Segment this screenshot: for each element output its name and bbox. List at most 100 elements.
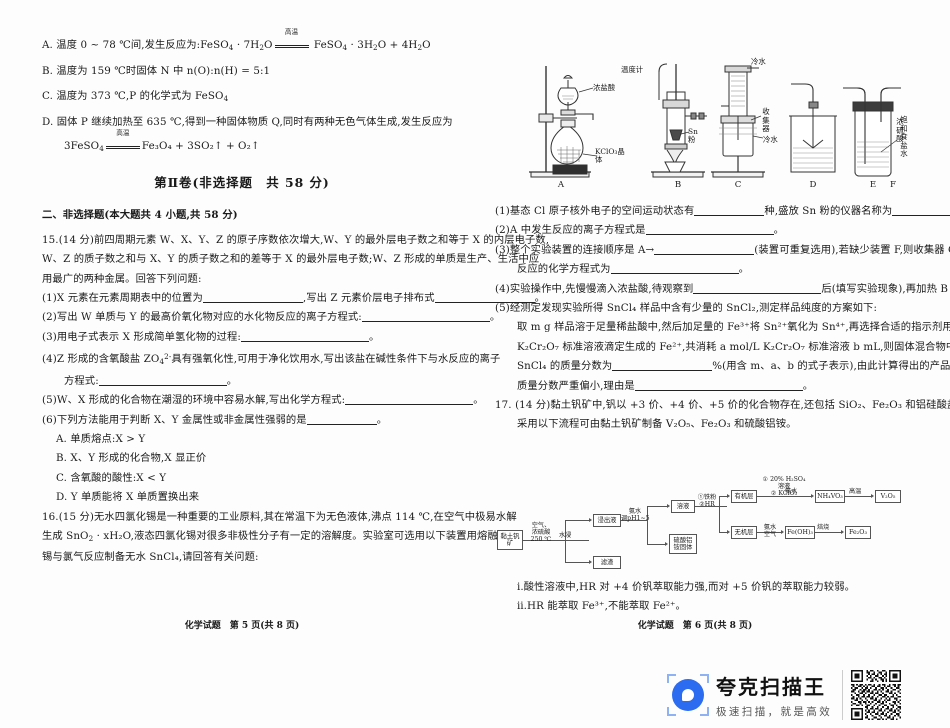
q15-score: (14 分) <box>58 233 94 246</box>
flow-edge <box>565 562 589 563</box>
sub: 2 <box>88 533 94 543</box>
q15-sub4-cont: 方程式:。 <box>42 372 442 391</box>
answer-blank[interactable] <box>612 370 713 372</box>
answer-blank[interactable] <box>645 234 774 236</box>
q15-line1: 15.(14 分)前四周期元素 W、X、Y、Z 的原子序数依次增大,W、Y 的最… <box>42 231 549 250</box>
period: 。 <box>226 374 238 387</box>
watermark-text: 夸克扫描王 极速扫描，就是高效 <box>716 671 832 719</box>
flow-label-line: 氨水 <box>628 508 642 515</box>
flow-node-v2o5: V₂O₅ <box>875 490 901 503</box>
answer-blank[interactable] <box>694 215 765 216</box>
watermark-title: 夸克扫描王 <box>716 675 826 699</box>
flow-node-leachate: 浸出液 <box>593 514 621 527</box>
flow-edge <box>719 496 720 532</box>
flow-label-line: ① 20% H₂SO₄ <box>759 476 809 483</box>
flow-arrow-icon <box>811 494 814 498</box>
answer-blank[interactable] <box>202 302 303 304</box>
answer-blank[interactable] <box>634 389 803 391</box>
q16-p3-cont: 反应的化学方程式为。 <box>495 260 915 279</box>
answer-blank[interactable] <box>654 253 755 255</box>
answer-blank[interactable] <box>98 384 227 386</box>
q15-choice-a: A. 单质熔点:X > Y <box>56 432 146 445</box>
flow-node-solution: 溶液 <box>671 500 695 513</box>
q15-sub3-text: (3)用电子式表示 X 形成简单氢化物的过程: <box>42 330 241 343</box>
q16-p5-e: 质量分数严重偏小,理由是。 <box>495 377 915 396</box>
option-b: B. 温度为 159 ℃时固体 N 中 n(O):n(H) = 5:1 <box>42 65 271 78</box>
q15-sub5-text: (5)W、X 形成的化合物在潮湿的环境中容易水解,写出化学方程式: <box>42 394 346 407</box>
option-d: D. 固体 P 继续加热至 635 ℃,得到一种固体物质 Q,同时有两种无色气体… <box>42 115 453 128</box>
q15-number: 15. <box>42 233 59 246</box>
q16-p4-text2: 后(填写实验现象),再加热 B 装置。 <box>821 282 950 295</box>
answer-blank[interactable] <box>361 321 490 323</box>
q16-p5-b: 取 m g 样品溶于足量稀盐酸中,然后加足量的 Fe³⁺将 Sn²⁺氧化为 Sn… <box>517 321 950 334</box>
q17-note-2: ⅱ.HR 能萃取 Fe³⁺,不能萃取 Fe²⁺。 <box>517 600 686 613</box>
q17-line1: 17. (14 分)黏土钒矿中,钒以 +3 价、+4 价、+5 价的化合物存在,… <box>495 396 950 415</box>
sup: 2- <box>164 352 172 362</box>
answer-blank[interactable] <box>345 404 474 406</box>
q15-sub1: (1)X 元素在元素周期表中的位置为,写出 Z 元素价层电子排布式。 <box>42 289 545 308</box>
watermark-tagline: 极速扫描，就是高效 <box>716 706 833 718</box>
q16-p2: (2)A 中发生反应的离子方程式是。 <box>495 221 915 240</box>
flow-arrow-icon <box>781 530 784 534</box>
q16-p5-text: SnCl₄ 的质量分数为 <box>517 360 613 373</box>
text: O <box>422 39 431 51</box>
answer-blank[interactable] <box>610 273 739 275</box>
flow-arrow-icon <box>665 542 668 546</box>
flow-label-ammonia-air: 氨水 空气 <box>759 524 781 538</box>
q17-notes: ⅰ.酸性溶液中,HR 对 +4 价钒萃取能力强,而对 +5 价钒的萃取能力较弱。… <box>517 578 917 617</box>
q15-sub2: (2)写出 W 单质与 Y 的最高价氧化物对应的水化物反应的离子方程式:。 <box>42 308 500 327</box>
flow-edge <box>719 532 727 533</box>
answer-blank[interactable] <box>434 302 535 304</box>
flow-edge <box>757 496 811 497</box>
label-saturated-brine: 饱和食盐水 <box>900 115 908 159</box>
process-flowchart: 黏土钒矿 浸出液 滤渣 溶液 硫酸铝铵固体 有机层 无机层 NH₄VO₃ V₂O… <box>497 476 917 572</box>
flow-label-ammonia: 氨水 <box>785 488 798 495</box>
sub: 4 <box>99 144 104 154</box>
flow-label-line: 浓硫酸 <box>531 529 551 536</box>
flow-label-line: 调pH1~5 <box>621 515 650 522</box>
apparatus-diagram: 浓盐酸 KClO₃晶体 温度计 Sn 粉 冷水 收集器 冷水 饱和食盐水 A B… <box>495 44 925 196</box>
text: · 7H <box>233 39 260 51</box>
q16-stem-1: 无水四氯化锡是一种重要的工业原料,其在常温下为无色液体,沸点 114 ℃,在空气… <box>94 510 517 523</box>
apparatus-f-svg <box>843 87 901 177</box>
footer-page-5: 化学试题 第 5 页(共 8 页) <box>184 621 300 631</box>
answer-blank[interactable] <box>892 215 950 216</box>
q16-p2-text: (2)A 中发生反应的离子方程式是 <box>495 224 646 237</box>
q15-sub4-text2: 具有强氧化性,可用于净化饮用水,写出该盐在碱性条件下与水反应的离子 <box>171 353 501 366</box>
q15-sub3: (3)用电子式表示 X 形成简单氢化物的过程: 。 <box>42 328 442 347</box>
q15-choice-b: B. X、Y 形成的化合物,X 显正价 <box>56 452 207 465</box>
flow-label-line: ①铁粉 <box>697 494 717 501</box>
flow-arrow-icon <box>589 518 592 522</box>
answer-blank[interactable] <box>693 292 822 294</box>
qr-code <box>842 670 902 720</box>
equation-right: Fe₃O₄ + 3SO₂↑ + O₂↑ <box>141 140 260 153</box>
equation-left: 3FeSO <box>64 140 100 153</box>
text: FeSO <box>310 39 343 51</box>
scanner-watermark: 夸克扫描王 极速扫描，就是高效 <box>667 668 940 722</box>
text: O + 4H <box>377 39 418 51</box>
q15-sub2-text: (2)写出 W 单质与 Y 的最高价氧化物对应的水化物反应的离子方程式: <box>42 311 362 324</box>
section-title: 二、非选择题(本大题共 4 小题,共 58 分) <box>42 209 238 222</box>
q15-sub4-text: (4)Z 形成的含氧酸盐 ZO <box>42 353 160 366</box>
q16-p1-text: (1)基态 Cl 原子核外电子的空间运动状态有 <box>495 205 695 217</box>
period: 。 <box>368 330 380 343</box>
q16-p3-text: (3)整个实验装置的连接顺序是 A→ <box>495 243 655 256</box>
flow-label-iron-hr: ①铁粉 ②HR <box>695 494 719 508</box>
q16-p5-text2: %(用含 m、a、b 的式子表示),由此计算得出的产品中的 SnCl₄ <box>712 360 950 373</box>
q15-sub1-text2: ,写出 Z 元素价层电子排布式 <box>302 292 435 305</box>
q16-line3: 锡与氯气反应制备无水 SnCl₄,请回答有关问题: <box>42 551 259 564</box>
fig-label-e: E <box>869 180 877 190</box>
reaction-arrow-icon: 高温 <box>274 29 309 49</box>
option-c-text: C. 温度为 373 ℃,P 的化学式为 FeSO <box>42 89 224 102</box>
answer-blank[interactable] <box>240 340 369 342</box>
flow-edge <box>647 544 665 545</box>
flow-label-line: ②HR <box>699 501 715 508</box>
flow-label-h2so4-kclo3: ① 20% H₂SO₄ 溶液 ② KClO₃ <box>759 476 809 497</box>
answer-blank[interactable] <box>306 423 377 425</box>
q17-line2: 采用以下流程可由黏土钒矿制备 V₂O₅、Fe₂O₃ 和硫酸铝铵。 <box>517 418 797 431</box>
flow-label-water-leach: 水浸 <box>559 532 572 539</box>
fig-label-d: D <box>809 180 817 190</box>
label-conc-sulfuric-acid: 浓硫酸 <box>896 117 904 144</box>
